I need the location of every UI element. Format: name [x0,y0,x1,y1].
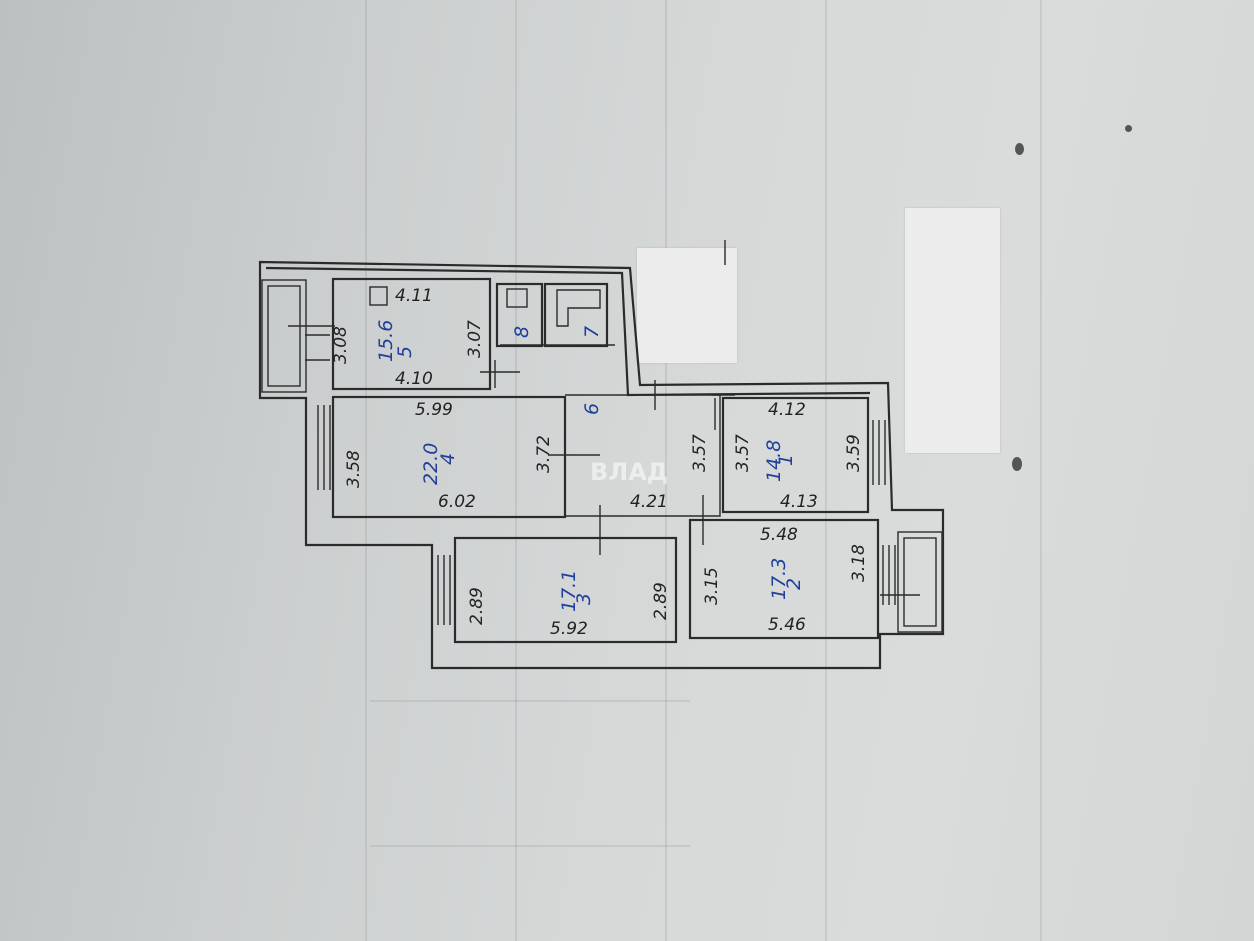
stove-symbol [369,286,388,306]
ghost-grid-line [1040,0,1042,941]
room-4-number: 4 [437,453,459,465]
room-5-dim: 4.10 [395,369,433,389]
room-4-dim: 6.02 [438,492,476,512]
ghost-grid-line [515,0,517,941]
ink-speck [1012,457,1022,471]
room-2-dim: 3.18 [849,544,869,582]
room-5-number: 5 [394,346,416,358]
room-4-area: 22.0 [420,443,442,485]
room-6-number: 6 [581,403,603,415]
room-4-outline [331,395,567,519]
room-8-number: 8 [511,326,533,338]
room-1-dim: 4.13 [780,492,818,512]
room-4-dim: 3.72 [534,435,554,473]
room-3-number: 3 [573,593,595,605]
room-2-dim: 3.15 [702,567,722,605]
ink-speck [1015,143,1024,155]
ghost-grid-line [370,700,690,702]
room-4-dim: 3.58 [344,450,364,488]
room-3-area: 17.1 [558,570,580,612]
paper-sticker [905,208,1000,453]
room-3-outline [453,536,678,644]
watermark: ВЛАД [590,458,668,486]
balcony-left [261,279,307,393]
paper-sticker [637,248,737,363]
room-5-dim: 3.07 [465,320,485,358]
room-1-outline [721,396,870,514]
ghost-grid-line [665,0,667,941]
balcony-right-inner [903,537,937,627]
room-2-dim: 5.48 [760,525,798,545]
room-5-outline [331,277,492,391]
room-1-number: 1 [775,454,797,466]
room-3-dim: 2.89 [467,587,487,625]
ghost-grid-line [370,845,690,847]
room-2-outline [688,518,880,640]
balcony-right [897,531,943,633]
room-2-area: 17.3 [768,558,790,600]
ink-speck [1125,125,1132,132]
ghost-grid-line [825,0,827,941]
room-1-dim: 4.12 [768,400,806,420]
outer-wall [258,260,945,670]
door-marks [288,240,920,596]
room-7-outline [543,282,609,348]
room-6-outline [565,394,721,517]
room-3-dim: 2.89 [651,582,671,620]
room-5-dim: 3.08 [331,326,351,364]
room-8-outline [495,282,544,348]
room-7-number: 7 [581,326,603,338]
room-2-dim: 5.46 [768,615,806,635]
ghost-grid-line [365,0,367,941]
room-3-dim: 5.92 [550,619,588,639]
room-5-area: 15.6 [375,320,397,362]
room-1-area: 14.8 [763,440,785,482]
balcony-left-inner [267,285,301,387]
room-6-dim: 4.21 [630,492,668,512]
sink-symbol [506,288,528,308]
room-4-dim: 5.99 [415,400,453,420]
outer-wall-inner [265,266,871,397]
room-1-dim: 3.57 [733,434,753,472]
room-2-number: 2 [783,578,805,590]
room-1-dim: 3.59 [844,434,864,472]
room-6-dim: 3.57 [690,434,710,472]
window-marks [305,334,896,625]
room-5-dim: 4.11 [395,286,433,306]
bathtub-symbol [556,289,601,327]
